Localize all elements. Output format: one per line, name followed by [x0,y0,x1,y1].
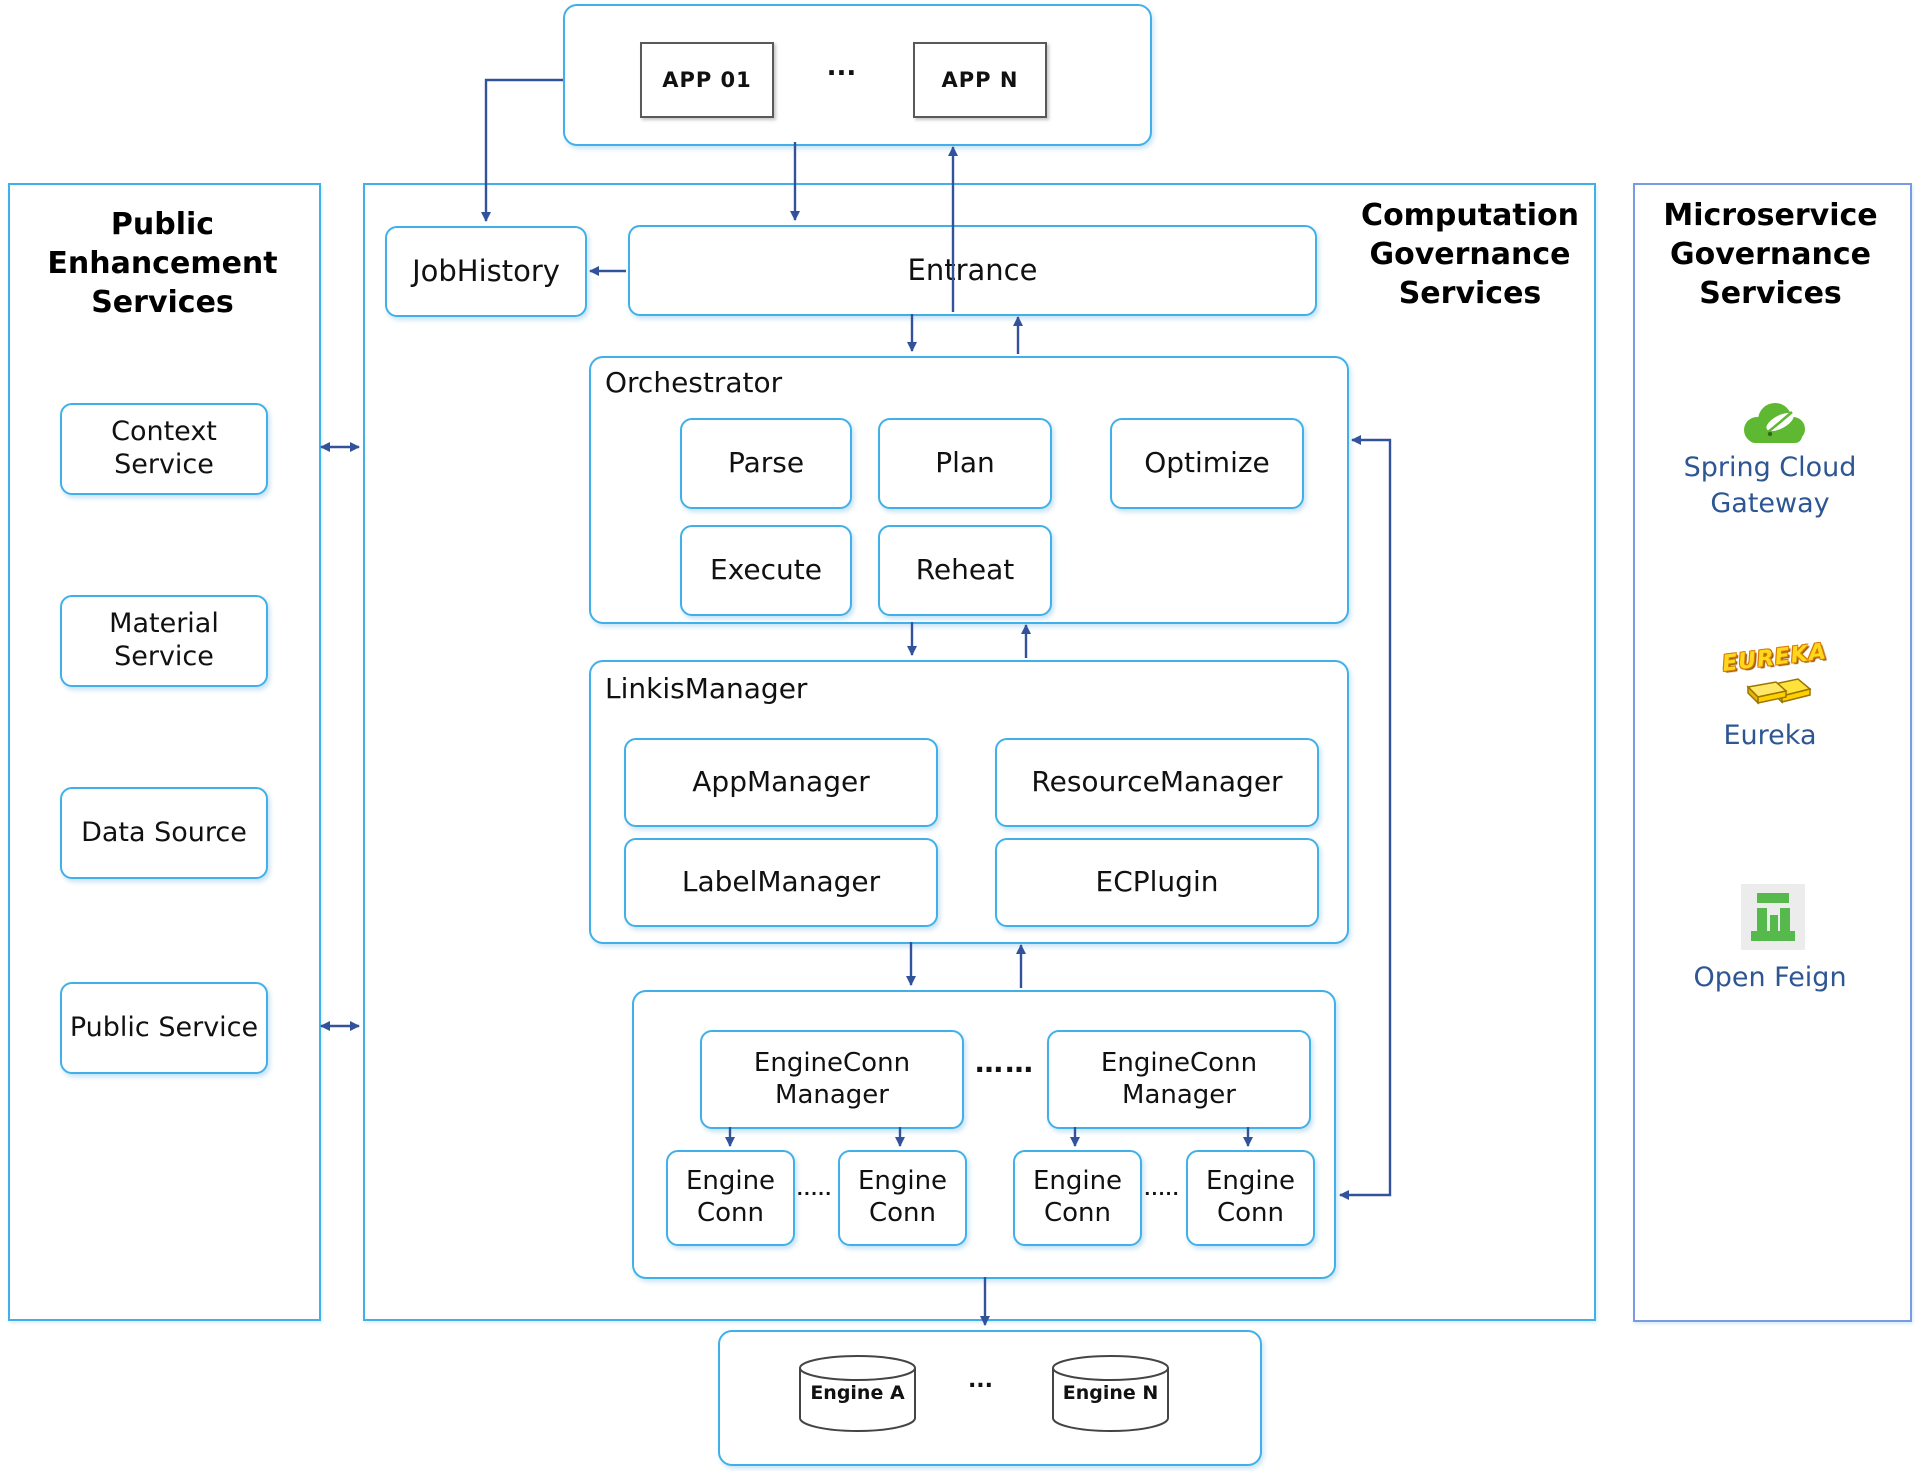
engine-a-cylinder-icon [795,1354,920,1434]
resourcemanager-node: ResourceManager [995,738,1319,827]
engine-conn-ellipsis: ..... [1144,1180,1180,1199]
engine-conn-label: Engine Conn [1205,1166,1296,1228]
eureka-icon: EUREKA [1721,639,1837,715]
plan-node: Plan [878,418,1052,509]
reheat-node: Reheat [878,525,1052,616]
data-source-label: Data Source [81,816,247,848]
jobhistory-label: JobHistory [412,253,560,288]
engineconn-manager-label: EngineConn Manager [753,1047,911,1110]
app-n-label: APP N [941,68,1019,92]
engine-conn-ellipsis: ..... [796,1180,833,1199]
appmanager-label: AppManager [692,765,870,799]
public-service-node: Public Service [60,982,268,1074]
spring-cloud-gateway-label: Spring Cloud Gateway [1683,452,1857,520]
reheat-label: Reheat [915,553,1015,587]
context-service-label: Context Service [111,416,217,480]
app-01-node: APP 01 [640,42,774,118]
engine-conn-node: Engine Conn [666,1150,795,1246]
engine-tier-ellipsis: ... [967,1368,994,1393]
labelmanager-node: LabelManager [624,838,938,927]
appmanager-node: AppManager [624,738,938,827]
engine-conn-label: Engine Conn [1032,1166,1123,1228]
context-service-node: Context Service [60,403,268,495]
material-service-node: Material Service [60,595,268,687]
entrance-label: Entrance [907,252,1038,287]
entrance-node: Entrance [628,225,1317,316]
spring-cloud-icon [1740,398,1812,452]
engine-conn-label: Engine Conn [857,1166,948,1228]
orchestrator-label: Orchestrator [605,366,783,399]
engine-n-label: Engine N [1062,1382,1159,1404]
data-source-node: Data Source [60,787,268,879]
open-feign-label: Open Feign [1693,962,1847,993]
labelmanager-label: LabelManager [681,865,881,899]
eureka-label: Eureka [1723,720,1817,751]
app-01-label: APP 01 [662,68,752,92]
microservice-governance-services-panel [1633,183,1912,1322]
gold-bars-icon [1740,671,1820,711]
engine-conn-node: Engine Conn [1013,1150,1142,1246]
parse-label: Parse [727,446,805,480]
app-ellipsis: ... [826,52,857,82]
engine-conn-node: Engine Conn [1186,1150,1315,1246]
public-enhancement-services-title: Public Enhancement Services [47,207,278,320]
open-feign-icon [1741,884,1805,954]
resourcemanager-label: ResourceManager [1031,765,1283,799]
app-n-node: APP N [913,42,1047,118]
engine-conn-label: Engine Conn [685,1166,776,1228]
ecplugin-label: ECPlugin [1095,865,1219,899]
public-service-label: Public Service [69,1011,259,1043]
parse-node: Parse [680,418,852,509]
plan-label: Plan [935,446,995,480]
optimize-label: Optimize [1144,446,1270,480]
linkismanager-label: LinkisManager [605,672,808,705]
public-enhancement-services-panel [8,183,321,1321]
microservice-governance-services-title: Microservice Governance Services [1663,198,1878,311]
engineconn-manager-node: EngineConn Manager [1047,1030,1311,1129]
engine-n-cylinder-icon [1048,1354,1173,1434]
engine-a-label: Engine A [810,1382,905,1404]
execute-node: Execute [680,525,852,616]
execute-label: Execute [710,553,822,587]
computation-governance-services-title: Computation Governance Services [1361,198,1579,311]
engineconn-manager-node: EngineConn Manager [700,1030,964,1129]
optimize-node: Optimize [1110,418,1304,509]
engineconn-manager-ellipsis: …… [975,1046,1035,1079]
engineconn-manager-label: EngineConn Manager [1100,1047,1258,1110]
engine-conn-node: Engine Conn [838,1150,967,1246]
jobhistory-node: JobHistory [385,226,587,317]
material-service-label: Material Service [109,608,219,672]
ecplugin-node: ECPlugin [995,838,1319,927]
